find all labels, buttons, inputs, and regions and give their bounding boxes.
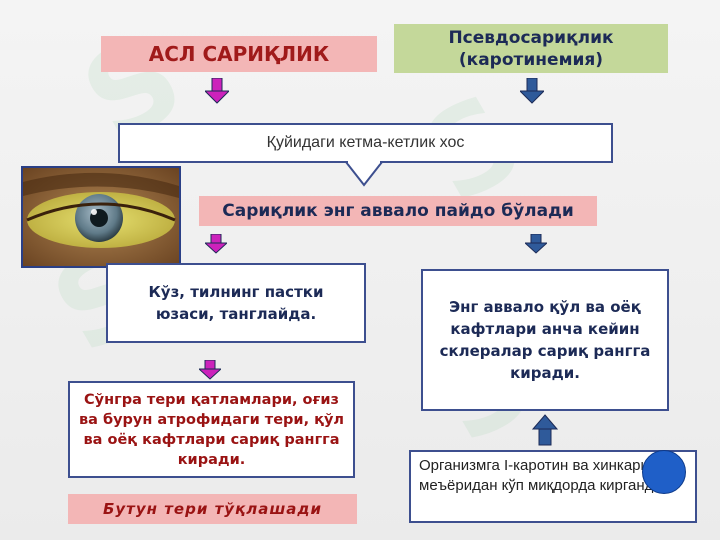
down-arrow-icon [205,234,227,254]
hollow-down-arrow-icon [343,160,385,191]
down-arrow-icon [205,78,229,104]
first-appears-title: Сариқлик энг аввало пайдо бўлади [199,196,597,226]
true-jaundice-title: АСЛ САРИҚЛИК [101,36,377,72]
down-arrow-icon [199,360,221,380]
whole-skin-title: Бутун тери тўқлашади [68,494,357,524]
eyes-tongue-box: Кўз, тилнинг пастки юзаси, танглайда. [106,263,366,343]
palms-first-box: Энг аввало қўл ва оёқ кафтлари анча кейи… [421,269,669,411]
down-arrow-icon [525,234,547,254]
blue-circle-icon [642,450,686,494]
up-arrow-icon [532,414,558,446]
yellow-eye-photo [21,166,181,268]
down-arrow-icon [520,78,544,104]
carotene-excess-text: Организмга I-каротин ва хинкаринни меъёр… [419,457,674,494]
sequence-note-box: Қуйидаги кетма-кетлик хос [118,123,613,163]
sequence-note-text: Қуйидаги кетма-кетлик хос [266,134,465,151]
pseudo-jaundice-title: Псевдосариқлик (каротинемия) [394,24,668,73]
then-skin-box: Сўнгра тери қатламлари, оғиз ва бурун ат… [68,381,355,478]
